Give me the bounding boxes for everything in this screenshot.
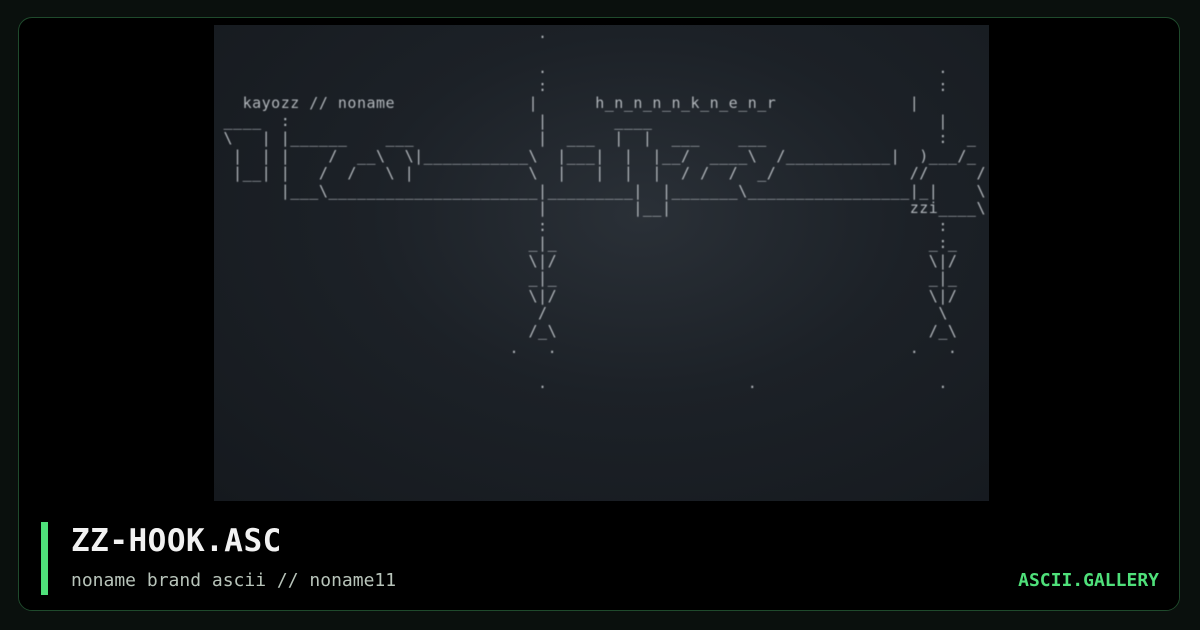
artwork-subtitle: noname brand ascii // noname11 — [71, 570, 397, 591]
ascii-art: . . . : : kayozz // noname | h — [223, 25, 986, 392]
artwork-title: ZZ-HOOK.ASC — [71, 523, 282, 559]
ascii-preview[interactable]: . . . : : kayozz // noname | h — [214, 25, 989, 501]
site-brand-link[interactable]: ASCII.GALLERY — [1018, 570, 1159, 591]
accent-bar — [41, 522, 48, 595]
card-footer: ZZ-HOOK.ASC noname brand ascii // noname… — [19, 501, 1179, 610]
og-card: . . . : : kayozz // noname | h — [18, 17, 1180, 611]
